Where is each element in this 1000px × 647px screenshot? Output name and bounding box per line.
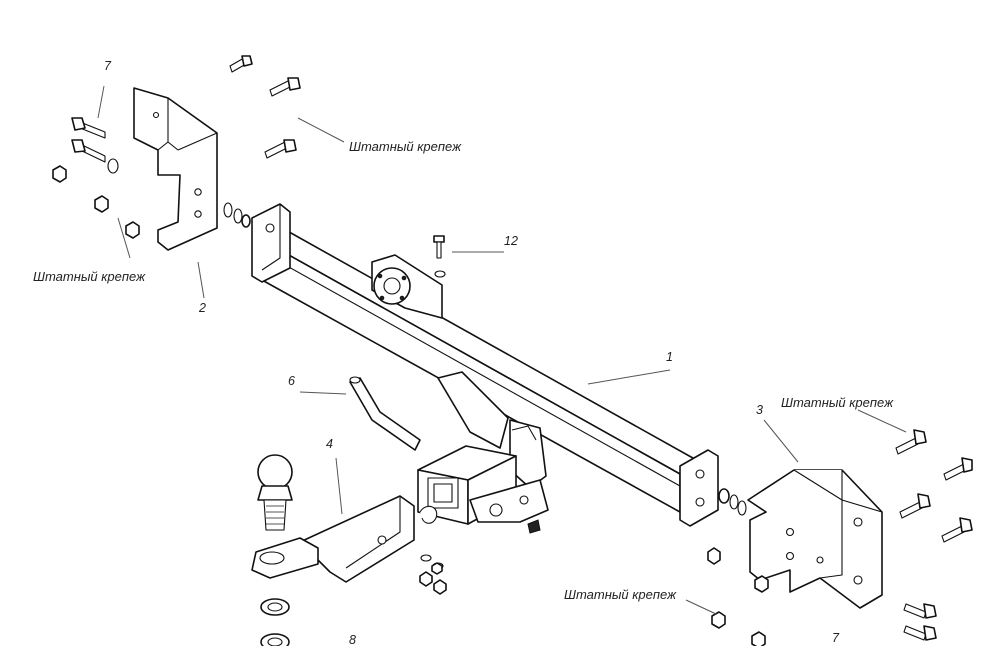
leader-lines	[97, 85, 907, 615]
socket-mounting-plate	[371, 254, 443, 319]
right-bolts	[895, 429, 973, 641]
spring-clip	[419, 505, 438, 524]
callout-2: 2	[199, 301, 206, 315]
callout-1: 1	[666, 350, 673, 364]
hitch-pin	[349, 376, 421, 451]
bolt-part-12	[433, 235, 446, 278]
left-bolts	[71, 55, 253, 163]
callout-8: 8	[349, 633, 356, 647]
callout-12: 12	[504, 234, 518, 248]
left-mounting-bracket	[133, 87, 218, 251]
left-washers	[223, 202, 251, 228]
stock-fasteners-label-right: Штатный крепеж	[781, 395, 894, 410]
receiver-tube	[417, 445, 549, 525]
callout-3: 3	[756, 403, 763, 417]
right-mounting-bracket	[747, 469, 883, 609]
ball-washers	[260, 598, 290, 646]
right-washers	[707, 488, 766, 646]
ball-mount	[251, 495, 415, 583]
callout-6: 6	[288, 374, 295, 388]
callout-7-top: 7	[104, 59, 111, 73]
callout-7-bottom: 7	[832, 631, 839, 645]
stock-bolts-top	[264, 77, 301, 159]
small-receiver-bolt	[527, 519, 541, 534]
stock-fasteners-label-top: Штатный крепеж	[349, 139, 462, 154]
stock-fasteners-label-left: Штатный крепеж	[33, 269, 146, 284]
stock-fasteners-label-bottom: Штатный крепеж	[564, 587, 677, 602]
left-nuts	[52, 158, 140, 239]
callout-4: 4	[326, 437, 333, 451]
tow-ball	[257, 454, 293, 531]
small-fasteners-bottom	[419, 554, 447, 595]
